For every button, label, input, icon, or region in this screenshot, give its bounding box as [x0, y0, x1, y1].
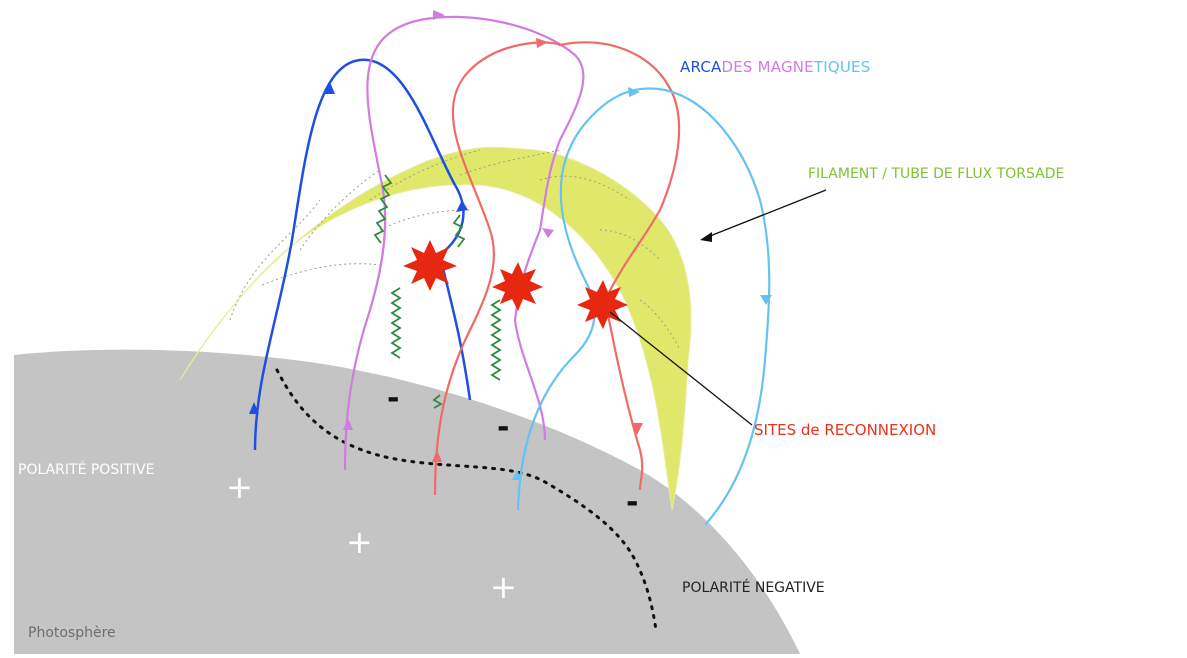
- filament-pointer-line: [704, 189, 827, 239]
- filament-pointer-arrowhead: [700, 232, 712, 242]
- neutral-line: [275, 368, 658, 632]
- positive-polarity-label: POLARITÉ POSITIVE: [18, 462, 155, 478]
- negative-polarity-label: POLARITÉ NEGATIVE: [682, 580, 825, 596]
- reconnexion-site-1: [403, 240, 457, 291]
- red-arrow-3: [631, 423, 643, 435]
- cyan-arrow-1: [512, 470, 522, 480]
- filament-field-lines: [229, 149, 681, 351]
- sites-pointer-line: [609, 311, 753, 426]
- cyan-arrow-3: [760, 295, 772, 305]
- reconnexion-sites-label: SITES de RECONNEXION: [754, 421, 937, 439]
- plus-sign-3: +: [490, 568, 517, 606]
- violet-arrow-3: [542, 228, 554, 238]
- minus-sign-1: -: [387, 381, 399, 416]
- red-arrow-2: [536, 38, 548, 48]
- red-arrow-1: [432, 450, 442, 462]
- arcades-title-blue: ARCA: [680, 58, 722, 76]
- photosphere-label: Photosphère: [28, 625, 116, 641]
- filament-tube: [179, 146, 692, 511]
- reconnexion-site-3: [577, 280, 628, 329]
- blue-arrow-down: [456, 200, 468, 212]
- reconnexion-site-2: [492, 262, 543, 311]
- arcades-title-cyan: TIQUES: [813, 58, 871, 76]
- cyan-arcade: [516, 87, 771, 526]
- red-arcade: [433, 41, 681, 496]
- cyan-arrow-2: [628, 87, 640, 97]
- twist-helices: [373, 174, 502, 409]
- polarity-signs: + + + - - -: [226, 381, 638, 606]
- photosphere-surface: [14, 349, 800, 654]
- filament-label: FILAMENT / TUBE DE FLUX TORSADE: [808, 166, 1065, 182]
- violet-arrow-1: [343, 418, 353, 430]
- minus-sign-3: -: [626, 485, 638, 520]
- plus-sign-2: +: [346, 523, 373, 561]
- arcades-title-violet: DES MAGNE: [721, 58, 814, 76]
- violet-arrow-2: [433, 10, 445, 20]
- arcades-title: ARCADES MAGNETIQUES: [680, 58, 870, 76]
- minus-sign-2: -: [497, 410, 509, 445]
- blue-arrow-up-2: [325, 82, 335, 94]
- blue-arrow-up-1: [249, 402, 259, 414]
- plus-sign-1: +: [226, 468, 253, 506]
